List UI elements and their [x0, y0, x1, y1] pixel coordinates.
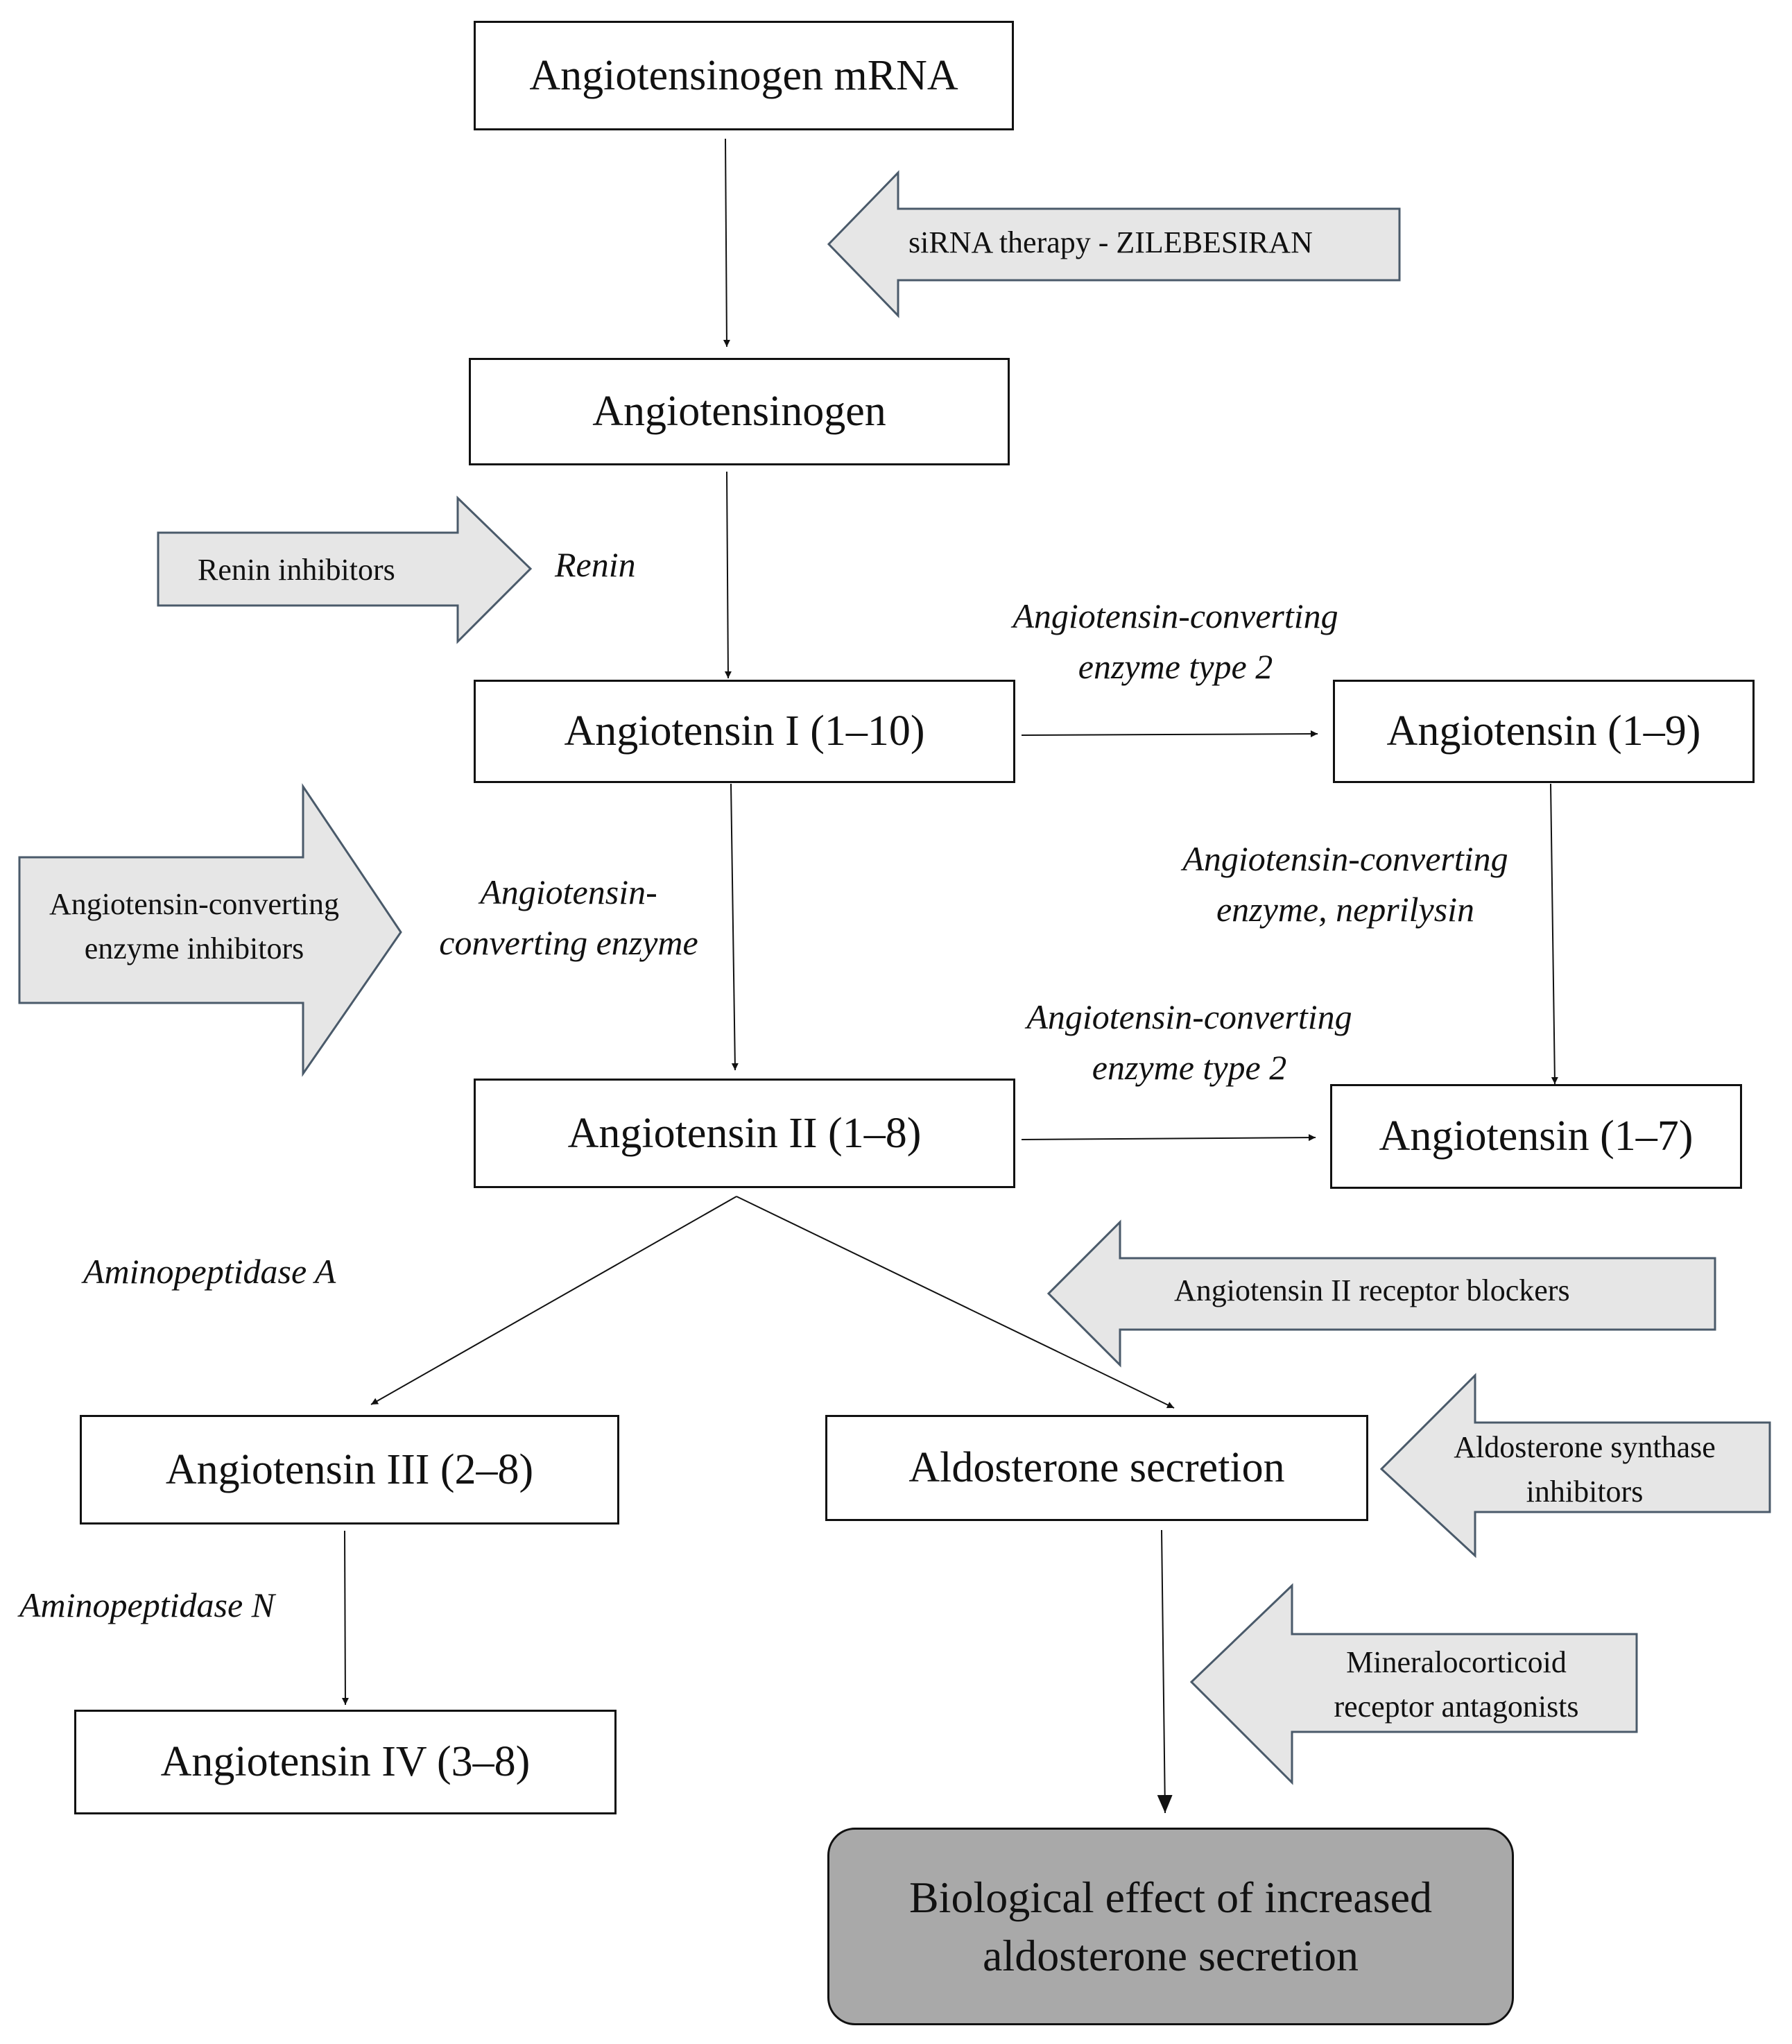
mra-block-arrow — [1189, 1583, 1638, 1785]
label-ace-inhibitors: Angiotensin-converting enzyme inhibitors — [21, 882, 368, 971]
arrow-ang2-to-ang17 — [1021, 1134, 1316, 1142]
node-angiotensin-ii: Angiotensin II (1–8) — [474, 1079, 1015, 1188]
effect-line-2: aldosterone secretion — [983, 1930, 1359, 1980]
node-angiotensin-iv: Angiotensin IV (3–8) — [74, 1710, 617, 1814]
label-mra-line-2: receptor antagonists — [1334, 1689, 1579, 1724]
effect-line-1: Biological effect of increased — [908, 1873, 1433, 1923]
renin-inhibitor-block-arrow — [157, 495, 533, 644]
label-ace-neprilysin-line-1: Angiotensin-converting — [1182, 839, 1508, 878]
label-asi-line-1: Aldosterone synthase — [1454, 1430, 1716, 1464]
arrow-ang2-to-aldosterone — [736, 1196, 1175, 1409]
node-aldosterone-secretion: Aldosterone secretion — [825, 1415, 1368, 1521]
arrow-agt-to-ang1 — [724, 471, 732, 679]
label-renin-inhibitors: Renin inhibitors — [198, 553, 395, 587]
label-ace-inhibitors-line-2: enzyme inhibitors — [84, 931, 304, 965]
node-angiotensinogen-mrna: Angiotensinogen mRNA — [474, 21, 1014, 130]
arrow-mrna-to-agt — [723, 138, 730, 347]
arrow-ang19-to-ang17 — [1550, 783, 1558, 1085]
label-ace-neprilysin: Angiotensin-converting enzyme, neprilysi… — [1137, 834, 1553, 934]
arrow-ang1-to-ang19 — [1021, 730, 1318, 738]
label-ace-line-2: converting enzyme — [439, 922, 698, 962]
node-biological-effect: Biological effect of increased aldostero… — [827, 1828, 1514, 2025]
arrow-ang2-to-ang3 — [370, 1196, 737, 1405]
label-renin: Renin — [555, 545, 636, 584]
arb-block-arrow — [1046, 1219, 1716, 1368]
label-ace2-top-line-2: enzyme type 2 — [1078, 646, 1273, 686]
node-angiotensin-1-7: Angiotensin (1–7) — [1330, 1084, 1742, 1189]
label-ace2-mid-line-2: enzyme type 2 — [1092, 1047, 1287, 1087]
arrow-ang1-to-ang2 — [730, 783, 739, 1071]
aldosterone-synthase-inhibitor-block-arrow — [1379, 1373, 1771, 1558]
label-arb: Angiotensin II receptor blockers — [1174, 1273, 1570, 1307]
ace-inhibitor-block-arrow — [18, 783, 402, 1077]
node-angiotensin-i: Angiotensin I (1–10) — [474, 680, 1015, 783]
label-ace2-mid-line-1: Angiotensin-converting — [1026, 997, 1352, 1036]
node-angiotensinogen: Angiotensinogen — [469, 358, 1010, 465]
node-angiotensin-iii: Angiotensin III (2–8) — [80, 1415, 619, 1525]
label-ace2-top: Angiotensin-converting enzyme type 2 — [967, 591, 1384, 692]
label-sirna-therapy: siRNA therapy - ZILEBESIRAN — [908, 225, 1313, 259]
arrow-aldosterone-to-effect — [1157, 1529, 1173, 1814]
label-mra-line-1: Mineralocorticoid — [1346, 1645, 1567, 1679]
label-asi-line-2: inhibitors — [1526, 1474, 1644, 1509]
label-ace2-mid: Angiotensin-converting enzyme type 2 — [981, 992, 1397, 1092]
label-mineralocorticoid-antagonists: Mineralocorticoid receptor antagonists — [1276, 1640, 1637, 1729]
sirna-block-arrow — [827, 170, 1401, 318]
label-aminopeptidase-a: Aminopeptidase A — [83, 1252, 336, 1291]
label-aldosterone-synthase-inhibitors: Aldosterone synthase inhibitors — [1411, 1425, 1758, 1514]
label-ace2-top-line-1: Angiotensin-converting — [1013, 596, 1338, 635]
node-angiotensin-1-9: Angiotensin (1–9) — [1333, 680, 1755, 783]
label-ace-line-1: Angiotensin- — [480, 873, 657, 911]
label-ace-inhibitors-line-1: Angiotensin-converting — [49, 887, 339, 921]
label-ace: Angiotensin- converting enzyme — [409, 867, 728, 968]
label-aminopeptidase-n: Aminopeptidase N — [19, 1586, 275, 1624]
label-ace-neprilysin-line-2: enzyme, neprilysin — [1216, 889, 1475, 929]
